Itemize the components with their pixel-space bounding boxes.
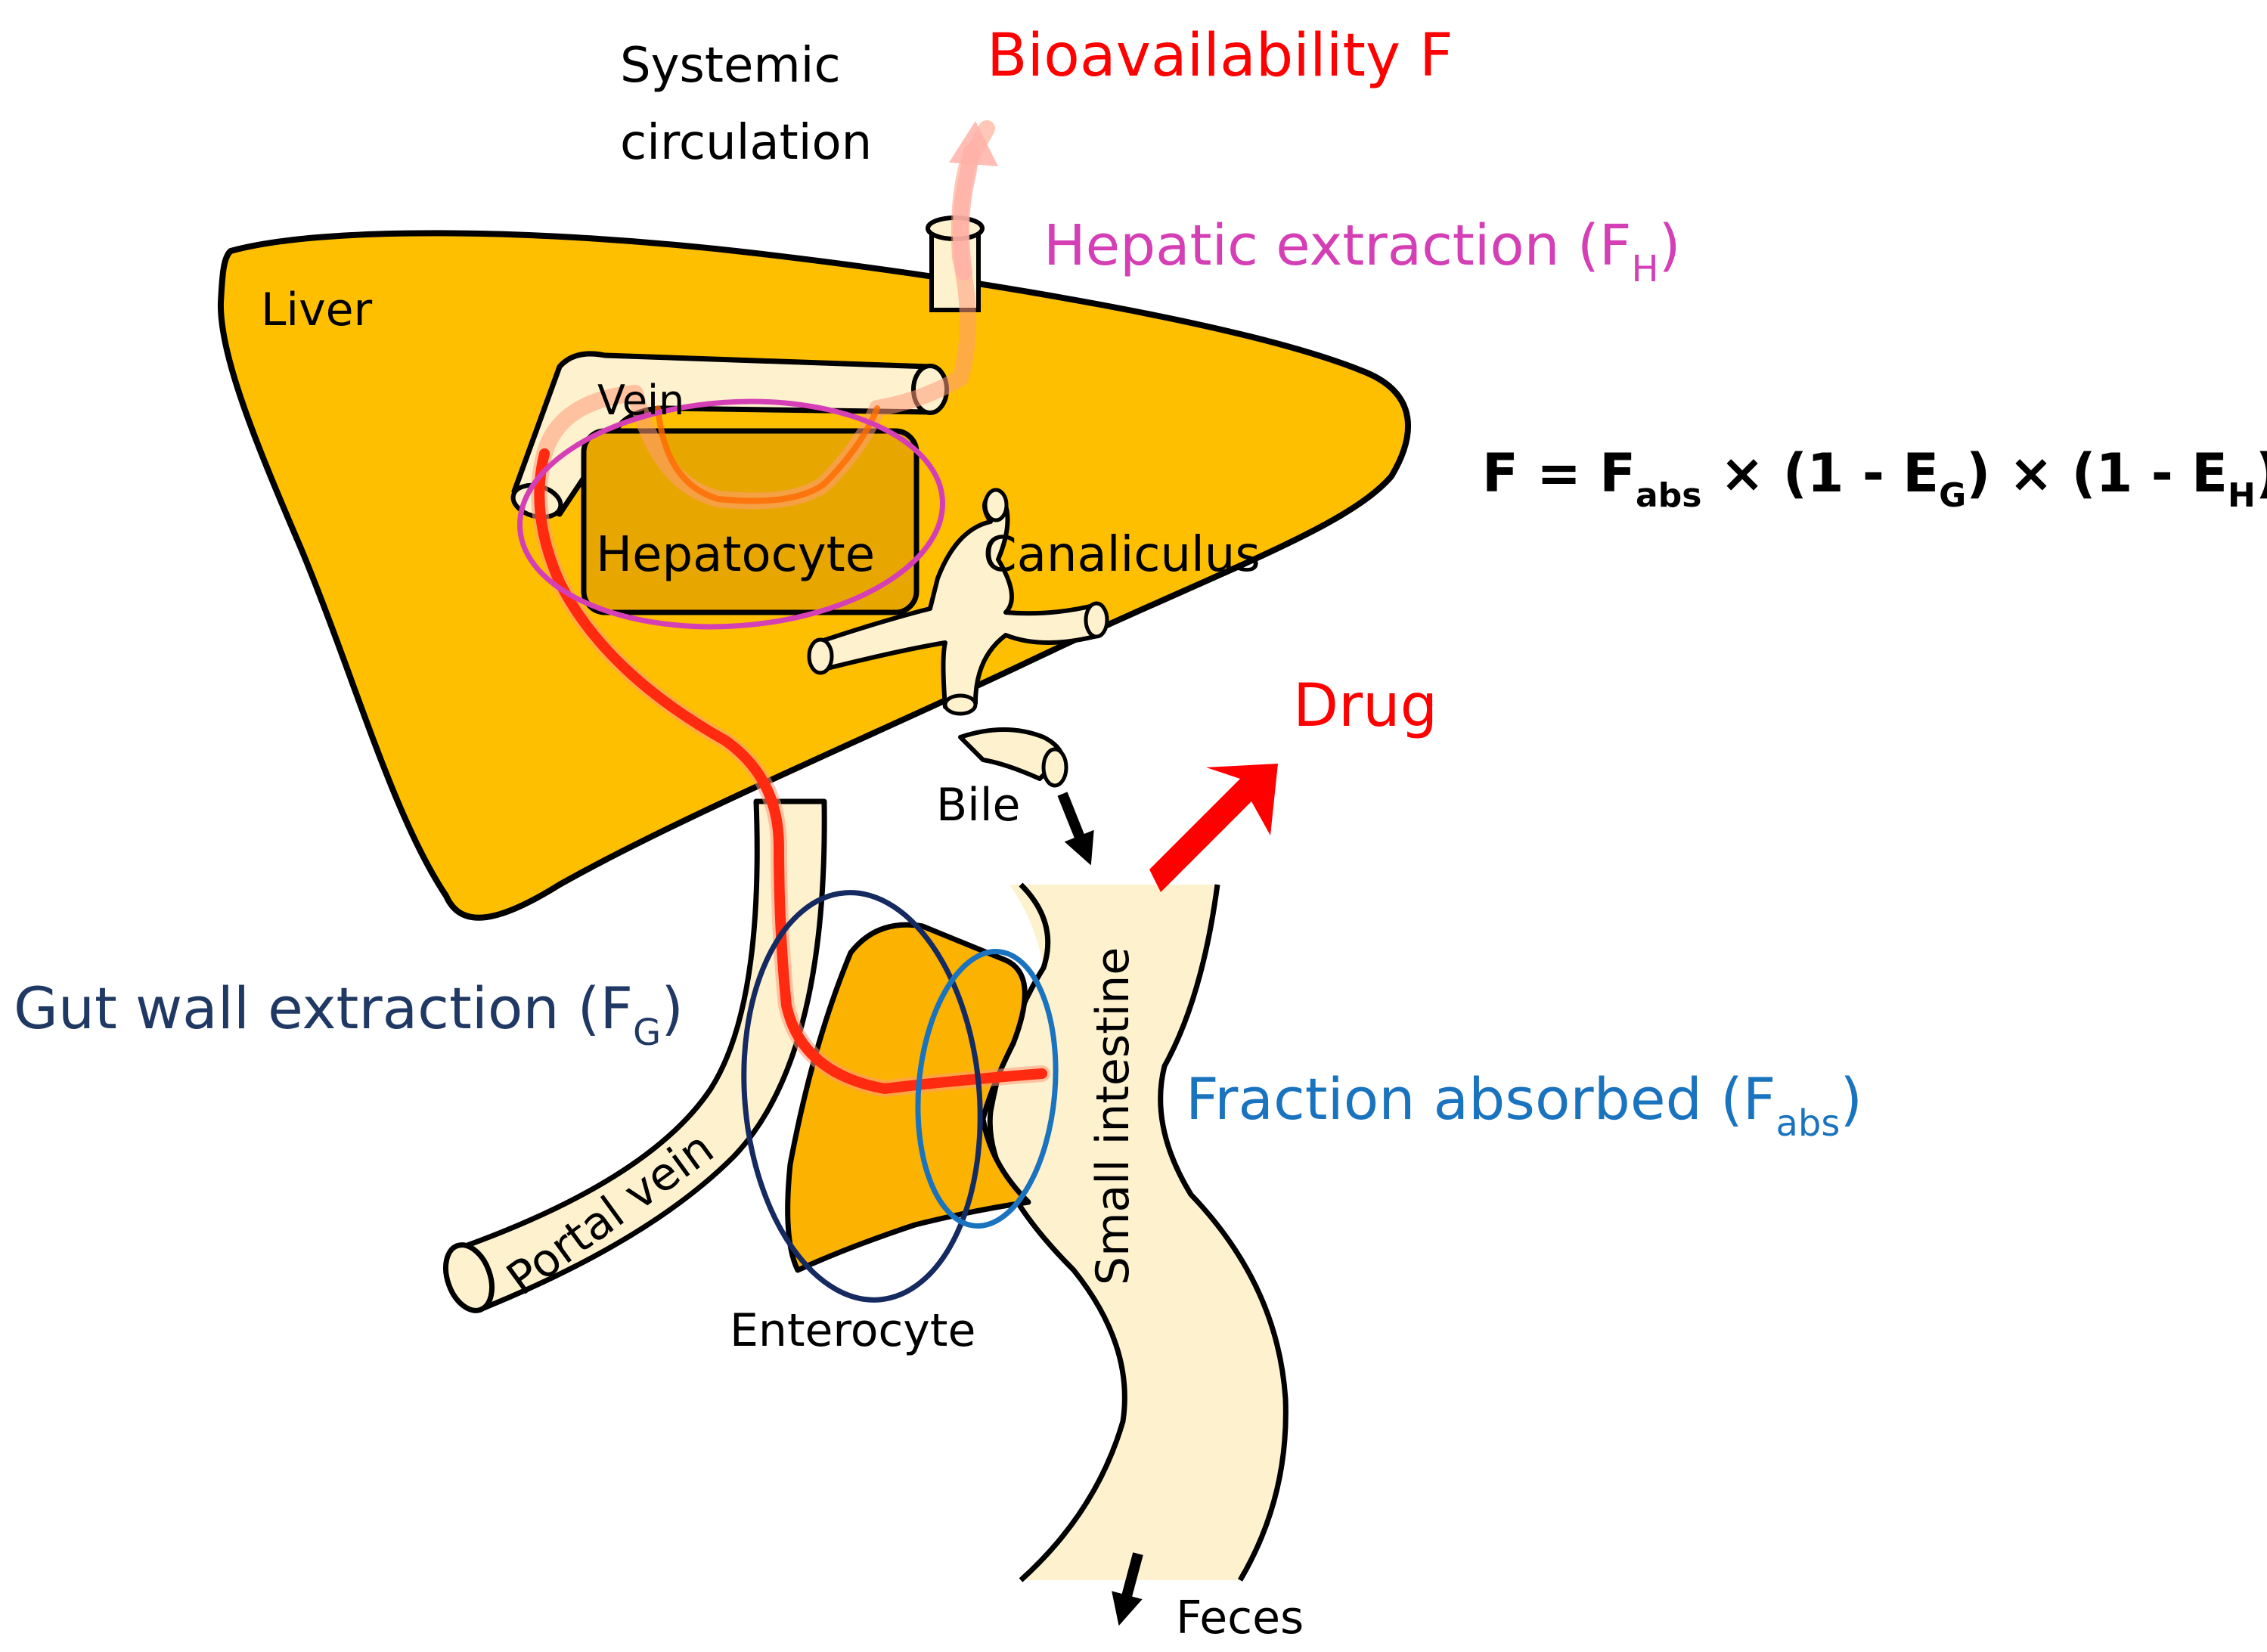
drug-label: Drug xyxy=(1293,672,1437,740)
drug-path-hepatocyte-loop xyxy=(655,405,880,504)
bile-duct xyxy=(958,727,1068,788)
enterocyte-label: Enterocyte xyxy=(730,1304,975,1357)
portal-vein-label: Portal vein xyxy=(498,1121,724,1306)
hepatic-extraction-ring xyxy=(516,398,946,630)
canaliculus-shape xyxy=(807,488,1109,716)
bioavailability-label: Bioavailability F xyxy=(987,22,1453,90)
fraction-absorbed-ring xyxy=(915,949,1059,1229)
gut-wall-ring xyxy=(741,890,983,1303)
canaliculus-label: Canaliculus xyxy=(983,527,1261,583)
hepatocyte-label: Hepatocyte xyxy=(596,527,875,583)
portal-vein xyxy=(443,798,827,1313)
hepatocyte-cell xyxy=(581,428,920,615)
liver-label: Liver xyxy=(261,284,373,336)
small-intestine-outline-left xyxy=(987,882,1127,1582)
fraction-absorbed-label: Fraction absorbed (Fabs) xyxy=(1186,1065,1862,1145)
systemic-arrow xyxy=(953,143,980,280)
feces-arrow xyxy=(1112,1552,1143,1626)
feces-label: Feces xyxy=(1176,1592,1304,1644)
systemic-label-line2: circulation xyxy=(620,115,872,171)
bile-arrow xyxy=(1057,792,1094,866)
drug-arrow xyxy=(1217,673,1261,703)
bile-label: Bile xyxy=(936,779,1020,832)
small-intestine xyxy=(990,885,1286,1580)
bioavailability-formula: F = Fabs × (1 - EG) × (1 - EH) xyxy=(1482,442,2267,515)
small-intestine-label: Small intestine xyxy=(1087,947,1140,1285)
drug-arrow-head xyxy=(1149,764,1278,892)
vein-label: Vein xyxy=(597,377,684,424)
drug-path xyxy=(534,448,1047,1094)
gut-wall-extraction-label: Gut wall extraction (FG) xyxy=(14,975,684,1054)
systemic-label-line1: Systemic xyxy=(620,38,841,94)
enterocyte-cell xyxy=(785,922,1031,1273)
small-intestine-outline-right xyxy=(1158,884,1289,1582)
systemic-arrow-head xyxy=(949,121,998,166)
hepatic-extraction-label: Hepatic extraction (FH) xyxy=(1044,213,1680,290)
